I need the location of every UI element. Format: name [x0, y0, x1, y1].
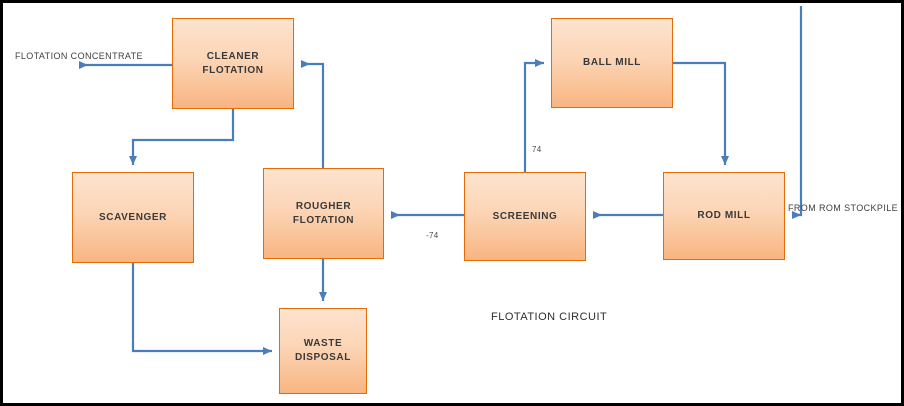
node-label-scavenger: SCAVENGER: [98, 211, 167, 223]
node-label-rougher-flotation: ROUGHER FLOTATION: [292, 200, 355, 226]
label-screening-to-ball-mill-size: 74: [532, 145, 542, 154]
node-rod-mill[interactable]: ROD MILL: [663, 172, 785, 260]
node-label-rod-mill: ROD MILL: [697, 210, 751, 221]
node-label-ball-mill: BALL MILL: [583, 57, 641, 68]
diagram-caption: FLOTATION CIRCUIT: [491, 311, 608, 323]
label-screening-to-rougher-size: -74: [426, 231, 439, 240]
node-rougher-flotation[interactable]: ROUGHER FLOTATION: [263, 168, 384, 259]
edge-cleaner-to-scavenger: [129, 109, 235, 165]
edge-scavenger-to-waste: [131, 263, 272, 355]
label-from-rom-stockpile: FROM ROM STOCKPILE: [788, 203, 899, 213]
node-label-cleaner-flotation: CLEANER FLOTATION: [202, 50, 264, 76]
edge-ball-mill-to-rod-mill: [673, 61, 729, 165]
node-ball-mill[interactable]: BALL MILL: [551, 18, 673, 108]
edge-rougher-to-cleaner: [301, 60, 325, 168]
connector-layer: [79, 6, 803, 355]
edge-stockpile-to-rod-mill: [792, 6, 803, 219]
node-cleaner-flotation[interactable]: CLEANER FLOTATION: [172, 18, 294, 109]
node-label-screening: SCREENING: [492, 210, 558, 222]
edge-screening-to-ball-mill: [523, 59, 544, 172]
node-scavenger[interactable]: SCAVENGER: [72, 172, 194, 263]
label-flotation-concentrate: FLOTATION CONCENTRATE: [15, 51, 143, 61]
node-label-waste-disposal: WASTE DISPOSAL: [295, 338, 351, 363]
node-screening[interactable]: SCREENING: [464, 172, 586, 261]
node-waste-disposal[interactable]: WASTE DISPOSAL: [279, 308, 367, 394]
